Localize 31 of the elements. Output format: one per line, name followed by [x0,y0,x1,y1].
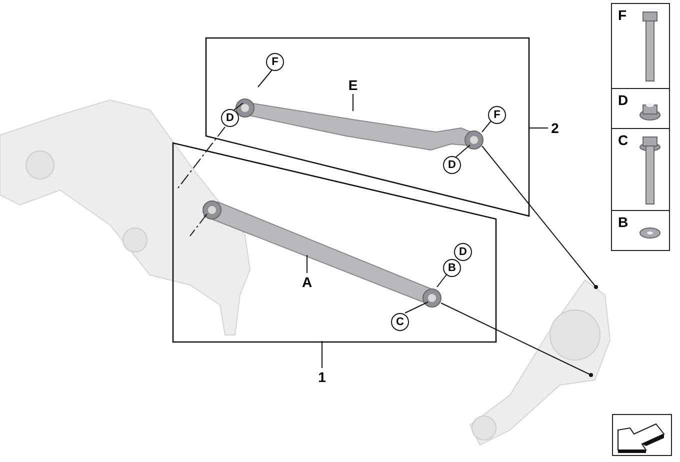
callout-letter: F [618,7,627,23]
callout-letter: C [618,132,628,148]
center-line [190,214,208,236]
callout-number: 2 [548,119,562,137]
part-panel [611,210,670,251]
part-panel [611,3,670,89]
center-line [178,126,226,188]
callout-letter: C [391,313,409,331]
leader-line [404,302,428,314]
leader-line [234,102,244,110]
callout-number: 1 [315,368,329,386]
leader-line [352,94,354,112]
callout-letter: D [443,156,461,174]
callout-letter: F [266,53,284,71]
leader-line [482,120,492,132]
leader-line [456,144,470,158]
part-panel [611,88,670,129]
callout-letter: D [618,92,628,108]
callout-letter: B [618,214,628,230]
callout-letter: A [300,273,314,291]
callout-letter: D [221,109,239,127]
assembly-line [440,302,593,377]
part-panel [611,128,670,211]
callout-letter: E [346,76,360,94]
callout-letter: D [454,243,472,261]
leader-line [306,254,308,274]
leader-line [258,70,272,88]
assembly-line [482,146,598,289]
callout-letter: F [488,106,506,124]
leader-line [436,274,448,288]
callout-letter: B [443,259,461,277]
